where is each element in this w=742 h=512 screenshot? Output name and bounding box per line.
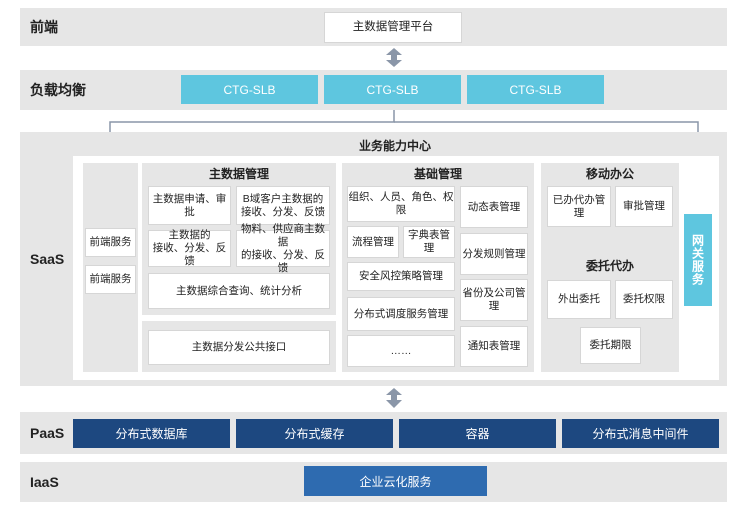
- delegate-period: 委托期限: [580, 327, 641, 364]
- slb-node-2: CTG-SLB: [324, 75, 461, 104]
- frontend-layer-label: 前端: [30, 19, 58, 35]
- gateway-service-label: 网关服务: [690, 234, 705, 286]
- basic-dictionary-mgmt: 字典表管理: [403, 226, 455, 258]
- paas-distributed-db: 分布式数据库: [73, 419, 230, 448]
- iaas-layer-label: IaaS: [30, 474, 59, 490]
- frontend-service-box-2: 前端服务: [85, 265, 136, 294]
- mobile-approval: 审批管理: [615, 186, 673, 227]
- basic-org-users-roles: 组织、人员、角色、权限: [347, 186, 455, 222]
- basic-dynamic-table: 动态表管理: [460, 186, 528, 228]
- mdm-material-supplier: 物料、供应商主数据 的接收、分发、反馈: [236, 223, 330, 274]
- mdm-apply-approve: 主数据申请、审批: [148, 186, 231, 225]
- saas-layer-label: SaaS: [30, 251, 65, 267]
- mdm-panel-title: 主数据管理: [208, 166, 269, 181]
- frontend-service-box-1: 前端服务: [85, 228, 136, 257]
- mobile-done-todo: 已办代办管理: [547, 186, 611, 227]
- mdm-query-stats: 主数据综合查询、统计分析: [148, 273, 330, 309]
- delegate-permission: 委托权限: [615, 280, 673, 319]
- paas-message-middleware: 分布式消息中间件: [562, 419, 719, 448]
- basic-distribution-rules: 分发规则管理: [460, 233, 528, 275]
- slb-node-1: CTG-SLB: [181, 75, 318, 104]
- basic-province-company: 省份及公司管理: [460, 279, 528, 321]
- mdm-platform-box: 主数据管理平台: [324, 12, 462, 43]
- mobile-office-title: 移动办公: [585, 166, 634, 181]
- paas-distributed-cache: 分布式缓存: [236, 419, 393, 448]
- basic-distributed-scheduling: 分布式调度服务管理: [347, 297, 455, 331]
- gateway-service: 网关服务: [684, 214, 712, 306]
- business-center-title: 业务能力中心: [358, 138, 431, 153]
- basic-process-mgmt: 流程管理: [347, 226, 399, 258]
- mdm-receive-distribute: 主数据的 接收、分发、反馈: [148, 229, 231, 267]
- load-balancing-layer-label: 负载均衡: [30, 82, 86, 98]
- iaas-enterprise-cloud: 企业云化服务: [304, 466, 487, 496]
- slb-node-3: CTG-SLB: [467, 75, 604, 104]
- delegate-title: 委托代办: [585, 258, 634, 273]
- basic-notification-table: 通知表管理: [460, 326, 528, 367]
- basic-management-title: 基础管理: [413, 166, 462, 181]
- delegate-out-of-office: 外出委托: [547, 280, 611, 319]
- basic-security-risk: 安全风控策略管理: [347, 262, 455, 291]
- mdm-public-interface: 主数据分发公共接口: [148, 330, 330, 365]
- paas-layer-label: PaaS: [30, 425, 65, 441]
- basic-ellipsis: ……: [347, 335, 455, 367]
- mdm-b-domain-customer: B域客户主数据的 接收、分发、反馈: [236, 186, 330, 225]
- paas-container: 容器: [399, 419, 556, 448]
